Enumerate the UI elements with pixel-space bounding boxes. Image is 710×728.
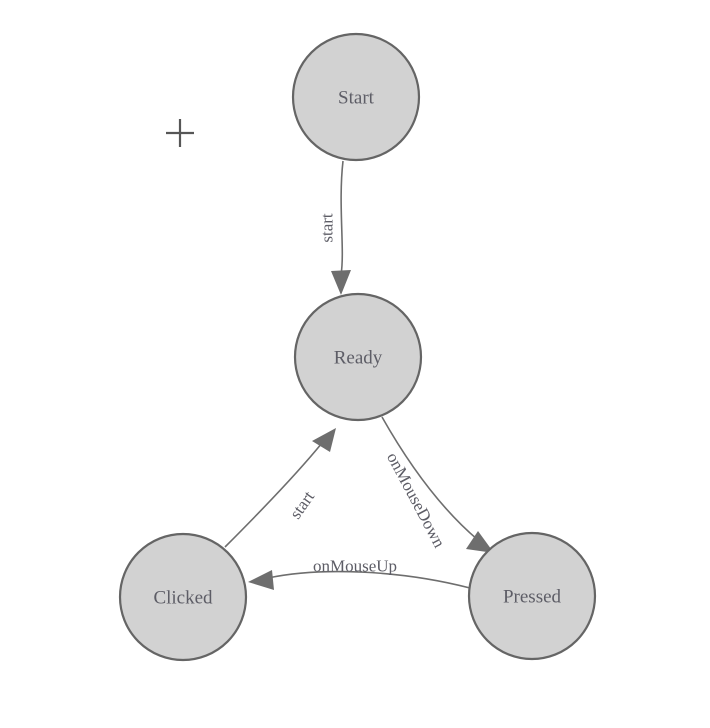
node-clicked-label: Clicked	[153, 588, 213, 609]
node-start[interactable]: Start	[291, 32, 421, 162]
node-clicked-circle[interactable]	[118, 532, 248, 662]
node-clicked[interactable]: Clicked	[118, 532, 248, 662]
node-pressed-label: Pressed	[503, 587, 562, 608]
node-ready-circle[interactable]	[293, 292, 423, 422]
node-start-circle[interactable]	[291, 32, 421, 162]
node-ready[interactable]: Ready	[293, 292, 423, 422]
node-start-label: Start	[338, 88, 375, 109]
edge-pressed-to-clicked	[248, 570, 471, 590]
edge-ready-to-pressed	[381, 416, 494, 553]
edge-label-onmouseup: onMouseUp	[313, 557, 397, 576]
node-ready-label: Ready	[334, 348, 383, 369]
crosshair-icon	[166, 119, 194, 147]
edge-clicked-to-ready	[224, 428, 336, 548]
edge-start-to-ready	[331, 160, 351, 295]
node-pressed[interactable]: Pressed	[467, 531, 597, 661]
edge-label-start-top: start	[318, 213, 337, 243]
node-pressed-circle[interactable]	[467, 531, 597, 661]
edge-label-start-bottom: start	[286, 487, 319, 522]
edge-label-text: onMouseUp	[313, 557, 397, 576]
edge-label-text: start	[286, 487, 319, 522]
edge-label-text: start	[318, 213, 337, 243]
